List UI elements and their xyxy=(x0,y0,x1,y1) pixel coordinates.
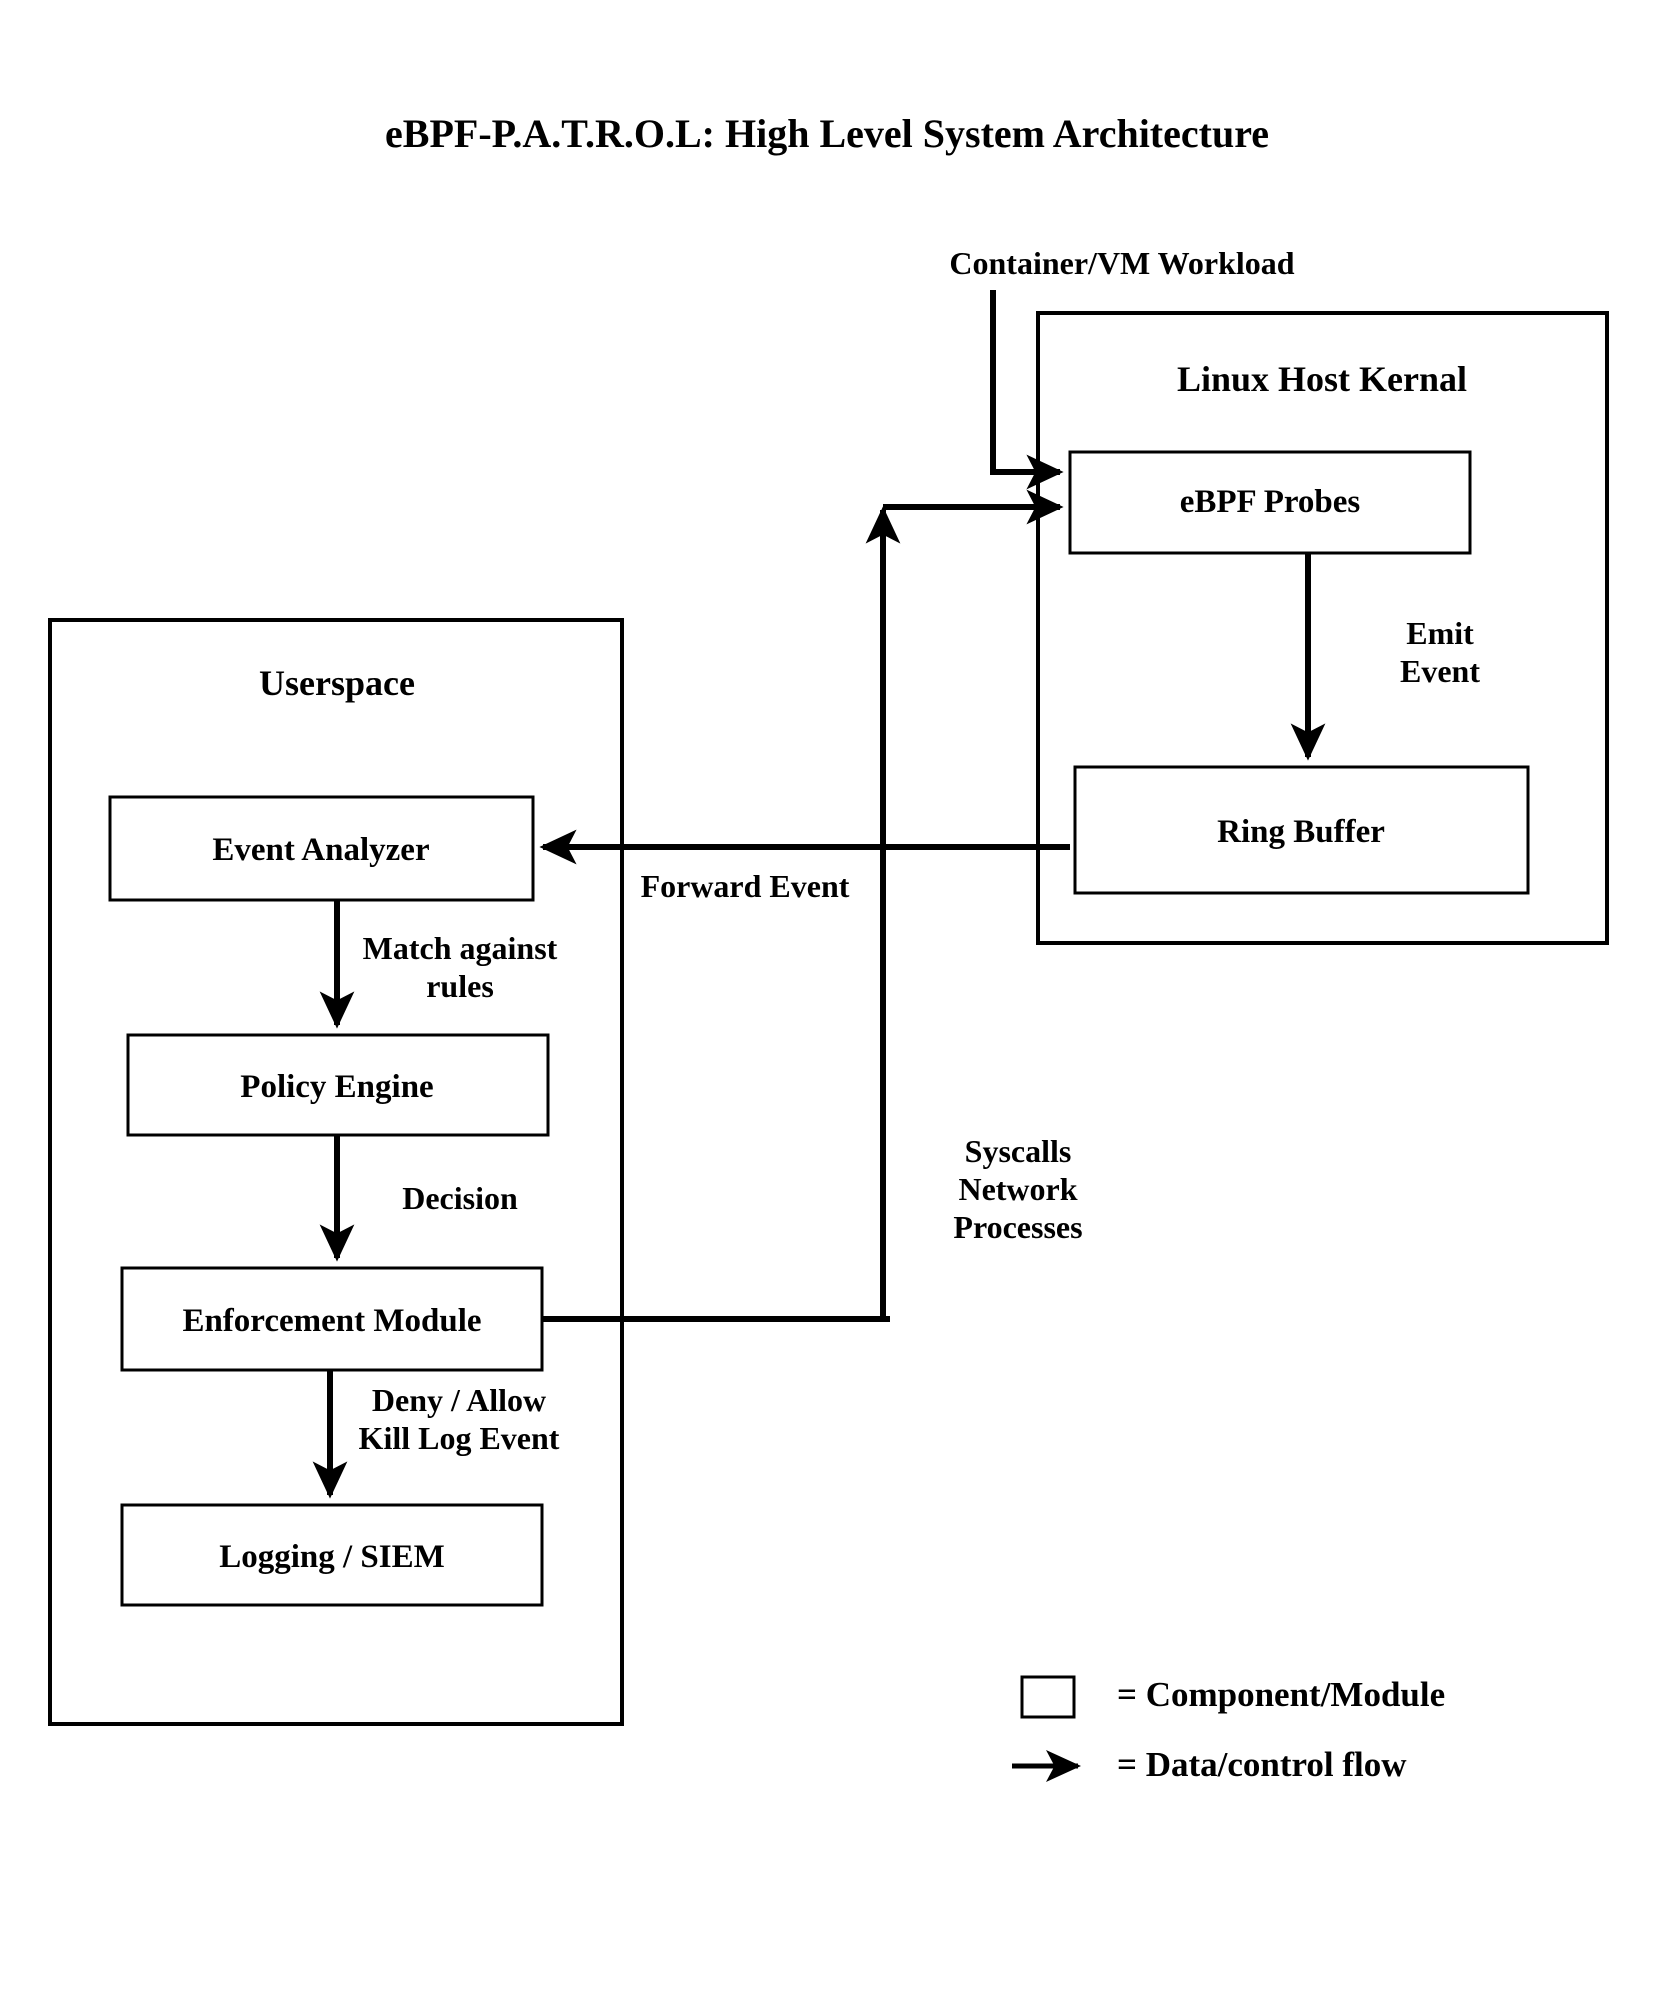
page-title: eBPF-P.A.T.R.O.L: High Level System Arch… xyxy=(385,111,1269,156)
legend-square-outline-icon xyxy=(1020,1675,1076,1719)
event-analyzer-box[interactable] xyxy=(108,795,535,902)
match-against-rules-label: Match against rules xyxy=(362,930,558,1004)
syscalls-network-processes-label: Syscalls Network Processes xyxy=(953,1133,1083,1245)
workload-label: Container/VM Workload xyxy=(949,245,1295,281)
deny-allow-label: Deny / Allow Kill Log Event xyxy=(358,1382,560,1456)
policy-engine-box[interactable] xyxy=(126,1033,550,1137)
legend-component-module-label: = Component/Module xyxy=(1117,1675,1446,1714)
logging-siem-box[interactable] xyxy=(120,1503,544,1607)
ring-buffer-box[interactable] xyxy=(1073,765,1530,895)
ring-buffer-label: Ring Buffer xyxy=(1217,814,1385,850)
ebpf-probes-label: eBPF Probes xyxy=(1179,484,1361,520)
kernel-group-label: Linux Host Kernal xyxy=(1176,359,1468,399)
edge-workload-to-ebpf-probes xyxy=(990,290,1064,490)
event-analyzer-label: Event Analyzer xyxy=(212,832,430,868)
emit-event-label: Emit Event xyxy=(1400,615,1480,689)
ebpf-probes-box[interactable] xyxy=(1068,450,1472,555)
logging-siem-label: Logging / SIEM xyxy=(219,1539,445,1575)
policy-engine-label: Policy Engine xyxy=(240,1069,434,1105)
decision-label: Decision xyxy=(402,1180,518,1216)
enforcement-module-label: Enforcement Module xyxy=(182,1303,482,1339)
userspace-group-label: Userspace xyxy=(259,663,415,703)
forward-event-label: Forward Event xyxy=(640,868,850,904)
legend-data-control-flow-label: = Data/control flow xyxy=(1117,1745,1407,1784)
